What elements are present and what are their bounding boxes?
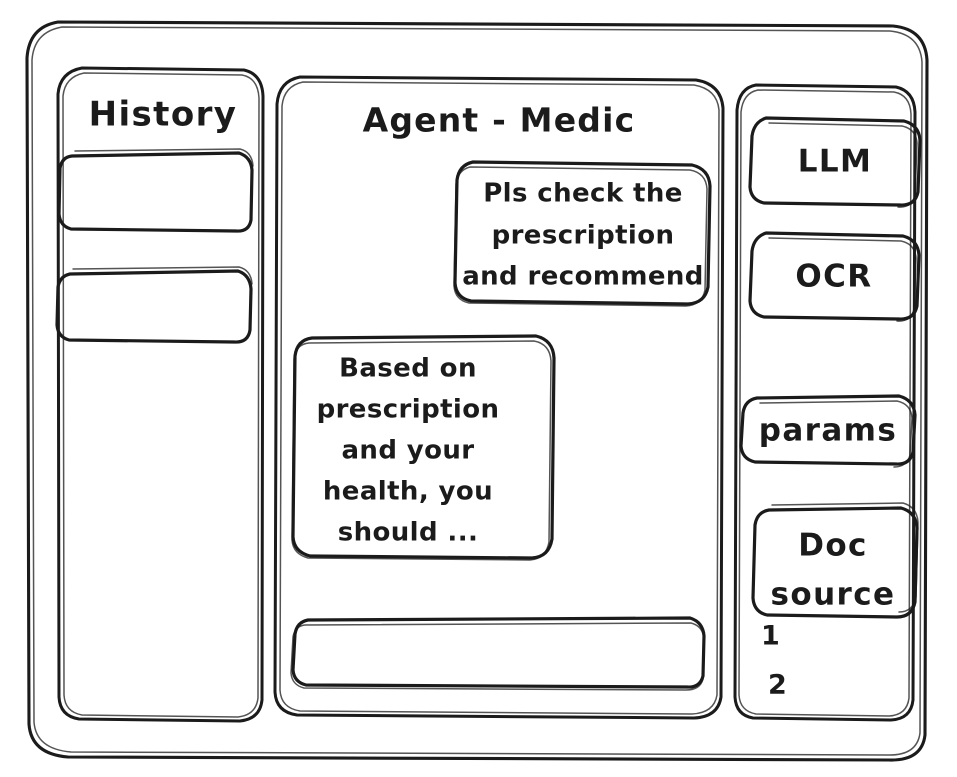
list-item-source-1[interactable]: 1 bbox=[761, 621, 780, 652]
user-message-line-3: and recommend bbox=[462, 262, 704, 292]
agent-message-line-3: and your bbox=[341, 436, 474, 466]
app-window-frame bbox=[25, 20, 929, 762]
message-bubble-agent: Based on prescription and your health, y… bbox=[291, 334, 556, 561]
doc-source-list: 1 2 bbox=[761, 621, 787, 701]
history-panel-title: History bbox=[89, 95, 238, 135]
agent-message-line-4: health, you bbox=[323, 477, 493, 507]
llm-button-label: LLM bbox=[798, 144, 873, 180]
user-message-line-2: prescription bbox=[492, 221, 675, 251]
ocr-button[interactable]: OCR bbox=[748, 231, 921, 322]
doc-source-line-2: source bbox=[771, 577, 896, 613]
doc-source-line-1: Doc bbox=[798, 528, 868, 564]
page-title: Agent - Medic bbox=[363, 101, 636, 140]
agent-panel: Agent - Medic Pls check the prescription… bbox=[273, 75, 725, 720]
user-message-line-1: Pls check the bbox=[483, 179, 683, 209]
params-button[interactable]: params bbox=[739, 394, 917, 468]
message-input[interactable] bbox=[290, 616, 706, 691]
params-button-label: params bbox=[759, 413, 897, 449]
doc-source-button[interactable]: Doc source bbox=[751, 502, 919, 619]
sidebar-item-history-1[interactable] bbox=[57, 148, 254, 233]
ocr-button-label: OCR bbox=[795, 259, 872, 295]
agent-message-line-2: prescription bbox=[317, 395, 500, 425]
tools-panel: LLM OCR params Doc source 1 2 bbox=[733, 83, 922, 722]
history-panel: History bbox=[55, 66, 265, 723]
list-item-source-2[interactable]: 2 bbox=[768, 670, 787, 701]
message-bubble-user: Pls check the prescription and recommend bbox=[453, 160, 712, 307]
llm-button[interactable]: LLM bbox=[748, 116, 922, 208]
agent-message-line-1: Based on bbox=[339, 354, 477, 384]
sidebar-item-history-2[interactable] bbox=[55, 266, 253, 344]
agent-message-line-5: should ... bbox=[338, 518, 479, 548]
